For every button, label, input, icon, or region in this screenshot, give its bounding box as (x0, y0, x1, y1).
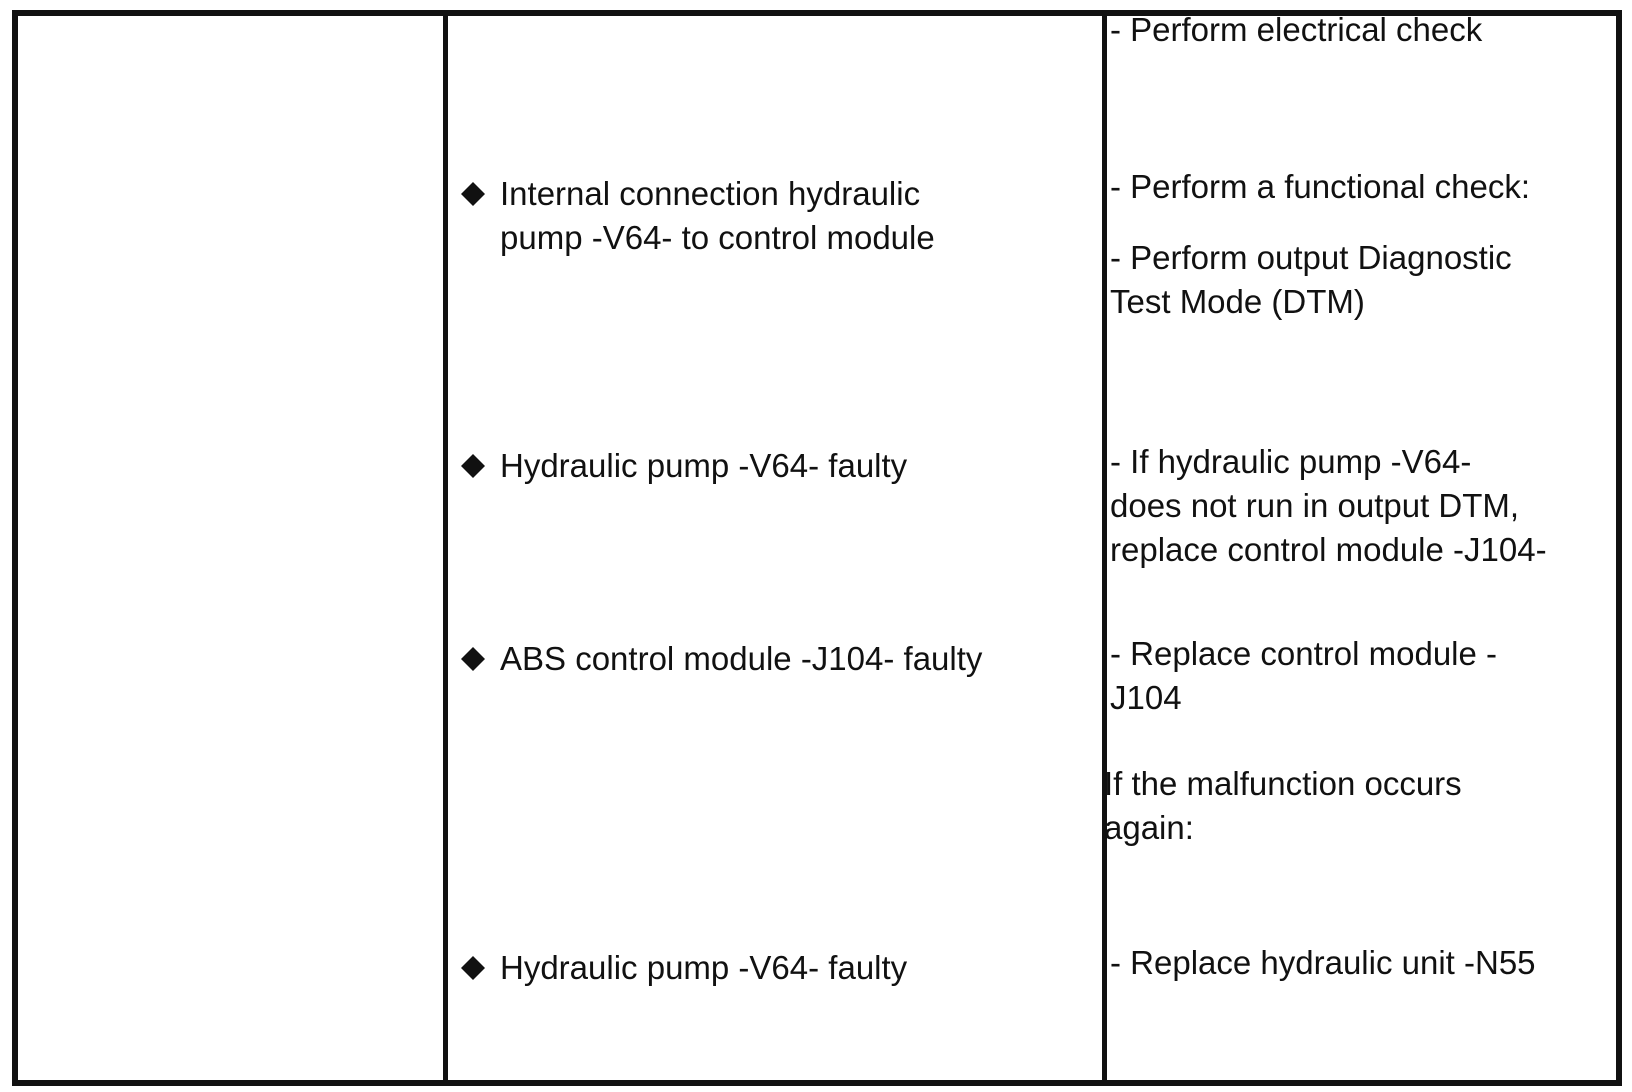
action-functional-check: - Perform a functional check: (1110, 168, 1531, 205)
action-replace-j104-if-not-run: - If hydraulic pump -V64- does not run i… (1110, 443, 1547, 568)
diamond-bullet-icon (460, 172, 486, 216)
cause-text: ABS control module -J104- faulty (500, 640, 983, 677)
diamond-bullet-icon (460, 946, 486, 990)
cause-text: Hydraulic pump -V64- faulty (500, 447, 908, 484)
diagnostic-table (12, 10, 1622, 1086)
action-output-dtm: - Perform output Diagnostic Test Mode (D… (1110, 239, 1512, 320)
cause-text: Internal connection hydraulic pump -V64-… (500, 175, 935, 256)
action-replace-hydraulic-unit: - Replace hydraulic unit -N55 (1110, 944, 1536, 981)
cause-text: Hydraulic pump -V64- faulty (500, 949, 908, 986)
diamond-bullet-icon (460, 444, 486, 488)
column-divider-2 (1102, 16, 1107, 1080)
action-replace-control-module: - Replace control module - J104 (1110, 635, 1498, 716)
diamond-bullet-icon (460, 637, 486, 681)
note-malfunction-again: If the malfunction occurs again: (1104, 765, 1462, 846)
action-electrical-check: - Perform electrical check (1110, 11, 1483, 48)
column-divider-1 (443, 16, 448, 1080)
